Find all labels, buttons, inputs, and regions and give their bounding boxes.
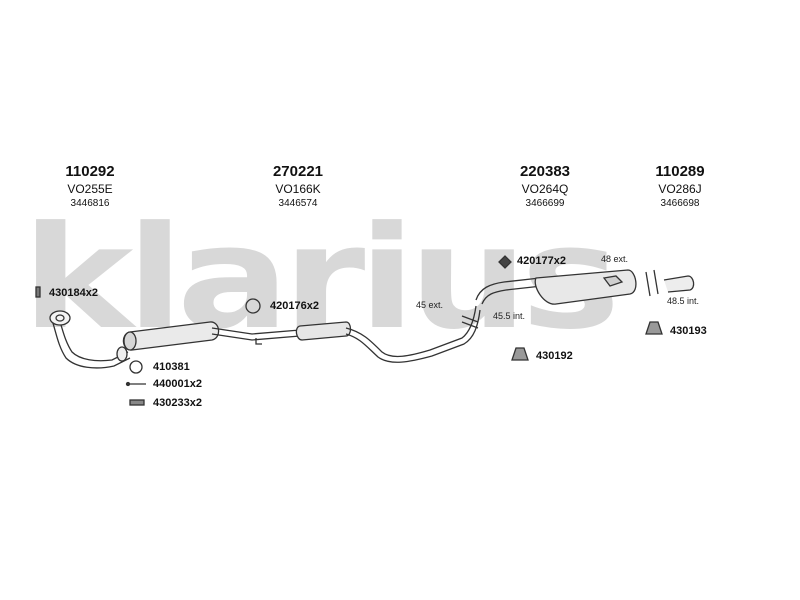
clamp-ring-icon xyxy=(129,360,143,374)
fitting-label: 430233x2 xyxy=(153,397,202,409)
part-reference: 3446816 xyxy=(70,198,110,209)
column-header-2: 270221 VO166K 3446574 xyxy=(248,163,348,209)
part-reference: 3446574 xyxy=(278,198,318,209)
dimension-label: 48 ext. xyxy=(601,254,629,264)
dimension-label: 45 ext. xyxy=(416,300,444,310)
rear-silencer xyxy=(534,269,637,305)
spring-icon xyxy=(129,399,145,406)
column-header-1: 110292 VO255E 3446816 xyxy=(40,163,140,209)
fitting-label: 410381 xyxy=(153,361,190,373)
part-code: VO264Q xyxy=(521,182,569,196)
part-code: VO166K xyxy=(275,182,321,196)
fitting-label: 420176x2 xyxy=(270,300,319,312)
centre-silencer xyxy=(295,321,352,341)
mounting-bracket-icon xyxy=(511,347,529,361)
fitting-label: 420177x2 xyxy=(517,255,566,267)
dimension-label: 48.5 int. xyxy=(667,296,700,306)
front-downpipe xyxy=(57,315,129,362)
part-reference: 3466698 xyxy=(660,198,700,209)
rear-connecting-pipe xyxy=(475,277,541,301)
intermediate-pipe xyxy=(211,327,301,335)
part-number: 110289 xyxy=(655,163,705,180)
dimension-label: 45.5 int. xyxy=(493,311,526,321)
downpipe-flange xyxy=(49,310,71,326)
column-header-3: 220383 VO264Q 3466699 xyxy=(495,163,595,209)
bolt-icon xyxy=(35,286,41,298)
part-reference: 3466699 xyxy=(525,198,565,209)
part-code: VO286J xyxy=(658,182,702,196)
rubber-hanger-icon xyxy=(498,255,512,269)
mounting-bracket-icon-2 xyxy=(645,321,663,335)
part-number: 110292 xyxy=(65,163,115,180)
part-number: 270221 xyxy=(272,163,324,180)
front-silencer xyxy=(122,321,220,351)
part-number: 220383 xyxy=(519,163,571,180)
fitting-label: 430193 xyxy=(670,325,707,337)
fitting-label: 430184x2 xyxy=(49,287,98,299)
column-header-4: 110289 VO286J 3466698 xyxy=(630,163,730,209)
gasket-ring-icon xyxy=(245,298,261,314)
tail-tip xyxy=(663,275,695,293)
fitting-label: 430192 xyxy=(536,350,573,362)
fitting-label: 440001x2 xyxy=(153,378,202,390)
part-code: VO255E xyxy=(67,182,113,196)
tail-pipe-long xyxy=(345,305,477,358)
